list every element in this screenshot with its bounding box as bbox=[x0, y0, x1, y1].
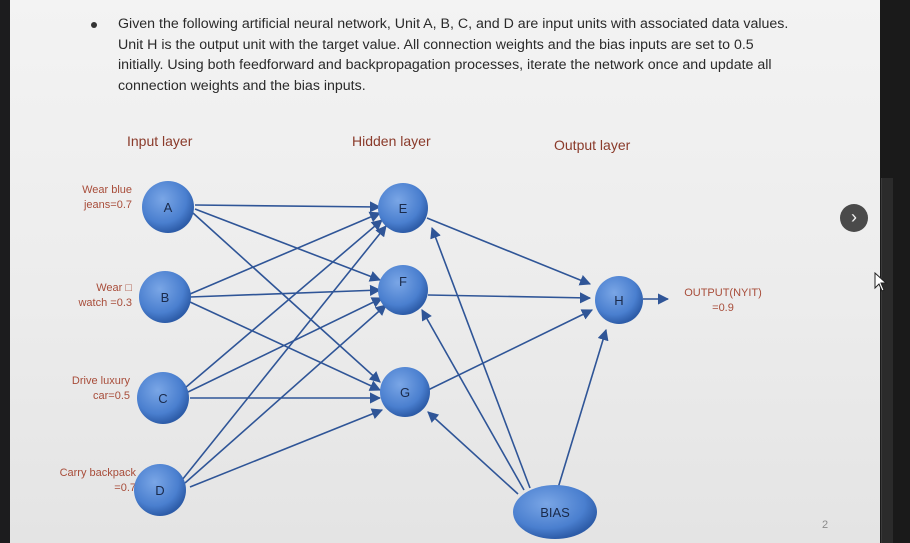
node-g-label: G bbox=[400, 385, 410, 400]
input-label-b-line1: Wear □ bbox=[96, 282, 132, 294]
input-hidden-connections bbox=[181, 201, 387, 488]
node-g bbox=[380, 367, 430, 417]
edge-d-f bbox=[184, 304, 387, 484]
side-strip bbox=[881, 178, 893, 543]
edge-d-e bbox=[181, 225, 387, 481]
node-f bbox=[378, 265, 428, 315]
edge-b-f bbox=[189, 284, 382, 298]
output-layer-label: Output layer bbox=[554, 137, 631, 153]
input-label-b-line2: watch =0.3 bbox=[78, 297, 132, 309]
bias-node-group: BIAS bbox=[513, 485, 597, 539]
output-label-line2: =0.9 bbox=[712, 302, 734, 314]
edge-e-h bbox=[426, 217, 592, 286]
edge-c-e bbox=[184, 219, 383, 389]
bias-label: BIAS bbox=[540, 505, 570, 520]
edge-c-f bbox=[187, 297, 384, 393]
input-label-b: Wear □ watch =0.3 bbox=[40, 281, 132, 311]
bias-node bbox=[513, 485, 597, 539]
input-label-d: Carry backpack =0.7 bbox=[22, 466, 136, 496]
node-a-label: A bbox=[164, 200, 173, 215]
node-e-label: E bbox=[399, 201, 408, 216]
edge-b-g bbox=[189, 301, 382, 391]
output-label: OUTPUT(NYIT) =0.9 bbox=[668, 286, 778, 316]
node-b-label: B bbox=[161, 290, 170, 305]
output-label-line1: OUTPUT(NYIT) bbox=[684, 287, 762, 299]
input-nodes: A B C D bbox=[134, 181, 194, 516]
next-slide-button[interactable]: › bbox=[840, 204, 868, 232]
node-c bbox=[137, 372, 189, 424]
edge-d-g bbox=[189, 408, 384, 488]
hidden-nodes: E F G bbox=[378, 183, 430, 417]
edge-a-g bbox=[192, 212, 381, 383]
node-b bbox=[139, 271, 191, 323]
input-layer-label: Input layer bbox=[127, 133, 193, 149]
input-label-c-line2: car=0.5 bbox=[93, 390, 130, 402]
edge-a-f bbox=[194, 208, 382, 282]
bullet-point bbox=[91, 22, 97, 28]
bias-connections bbox=[421, 226, 609, 495]
edge-bias-g bbox=[427, 411, 519, 495]
input-label-d-line2: =0.7 bbox=[114, 482, 136, 494]
page-number: 2 bbox=[822, 519, 829, 531]
node-h bbox=[595, 276, 643, 324]
hidden-layer-label: Hidden layer bbox=[352, 133, 431, 149]
output-node-group: H bbox=[595, 276, 643, 324]
edge-a-e bbox=[194, 201, 382, 213]
node-f-label: F bbox=[399, 274, 407, 289]
question-text: Given the following artificial neural ne… bbox=[118, 16, 789, 94]
input-label-a-line2: jeans=0.7 bbox=[83, 199, 132, 211]
edge-bias-f bbox=[421, 309, 525, 491]
input-label-c-line1: Drive luxury bbox=[71, 375, 130, 387]
node-d bbox=[134, 464, 186, 516]
mouse-pointer-icon bbox=[874, 271, 888, 297]
node-h-label: H bbox=[614, 293, 623, 308]
input-label-a-line1: Wear blue bbox=[82, 184, 132, 196]
hidden-output-connections bbox=[426, 217, 670, 391]
slide bbox=[10, 0, 880, 543]
edge-g-h bbox=[427, 309, 594, 391]
input-label-a: Wear blue jeans=0.7 bbox=[40, 183, 132, 213]
input-label-c: Drive luxury car=0.5 bbox=[30, 374, 130, 404]
input-label-d-line1: Carry backpack bbox=[59, 467, 136, 479]
edge-b-e bbox=[189, 211, 382, 295]
edge-bias-e bbox=[430, 226, 531, 489]
node-d-label: D bbox=[155, 483, 164, 498]
chevron-right-icon: › bbox=[851, 207, 857, 227]
edge-bias-h bbox=[557, 328, 609, 489]
node-c-label: C bbox=[158, 391, 167, 406]
edge-f-h bbox=[427, 292, 592, 304]
node-a bbox=[142, 181, 194, 233]
node-e bbox=[378, 183, 428, 233]
